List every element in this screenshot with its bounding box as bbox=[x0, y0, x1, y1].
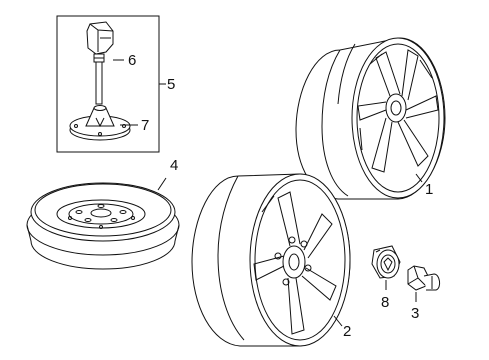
lug-nut bbox=[407, 265, 441, 291]
jack-handle-bolt bbox=[86, 21, 114, 105]
spare-wheel bbox=[26, 182, 180, 270]
callout-4: 4 bbox=[170, 157, 178, 174]
leader-1 bbox=[415, 173, 423, 183]
callout-5: 5 bbox=[167, 76, 175, 93]
callout-7: 7 bbox=[141, 117, 149, 134]
callout-1: 1 bbox=[425, 181, 433, 198]
center-cap bbox=[371, 245, 401, 279]
spare-wheel-retainer bbox=[69, 105, 131, 141]
callout-3: 3 bbox=[411, 305, 419, 322]
leader-2 bbox=[333, 315, 343, 327]
callout-8: 8 bbox=[381, 294, 389, 311]
leader-4 bbox=[157, 177, 167, 191]
alloy-wheel-rear bbox=[295, 37, 446, 200]
callout-6: 6 bbox=[128, 52, 136, 69]
alloy-wheel-front bbox=[191, 173, 351, 347]
callout-2: 2 bbox=[343, 323, 351, 340]
